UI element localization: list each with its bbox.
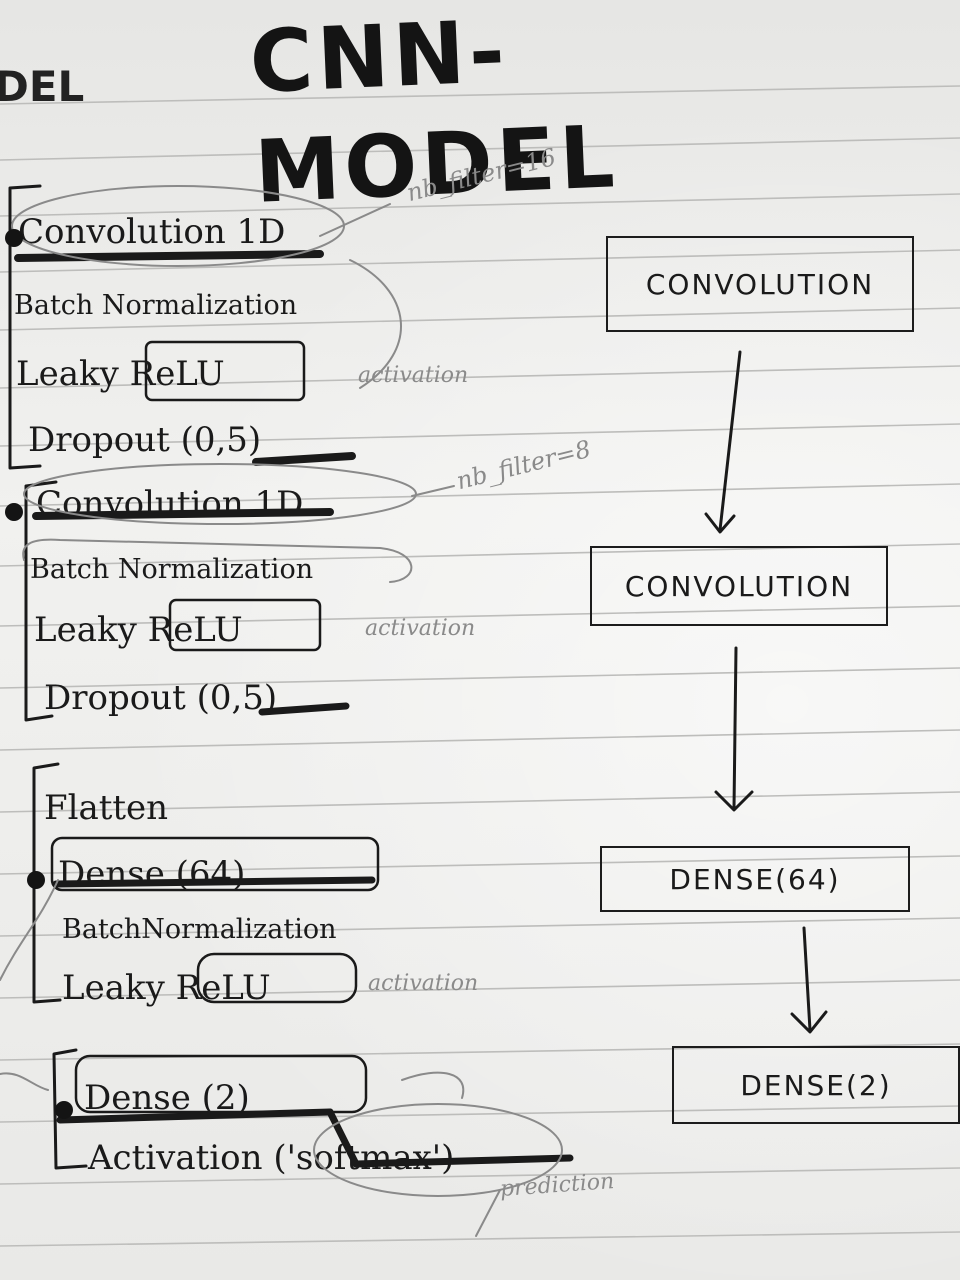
pencil-tick [475, 1189, 501, 1237]
layer-batchnorm-2: Batch Normalization [30, 554, 314, 585]
layer-dropout-2: Dropout (0,5) [44, 678, 278, 718]
bullet-dot-3 [27, 871, 45, 889]
bullet-dot-2 [5, 503, 23, 521]
flow-box-label: CONVOLUTION [645, 267, 875, 301]
layer-batchnorm-3: BatchNormalization [62, 914, 337, 945]
underline-dropout-2 [258, 702, 350, 716]
flow-arrow-3 [790, 926, 828, 1034]
group-bracket-2 [24, 480, 58, 722]
underline-conv1d-1 [14, 250, 324, 262]
pencil-arrow-filter-2 [411, 485, 455, 497]
layer-flatten: Flatten [44, 788, 169, 828]
layer-dense-64: Dense (64) [58, 854, 246, 894]
flow-box-label: DENSE(64) [669, 862, 841, 896]
layer-activation-softmax: Activation ('softmax') [88, 1138, 455, 1178]
layer-leakyrelu-2: Leaky ReLU [34, 610, 243, 650]
flow-arrow-2 [714, 646, 754, 812]
dense2-box [74, 1054, 368, 1114]
flow-box-convolution-1: CONVOLUTION [606, 236, 914, 332]
flow-box-convolution-2: CONVOLUTION [590, 546, 888, 626]
bullet-dot-1 [5, 229, 23, 247]
group-bracket-1 [8, 184, 42, 470]
pencil-edge-stroke [0, 879, 59, 981]
flow-box-dense-64: DENSE(64) [600, 846, 910, 912]
underline-softmax [326, 1108, 574, 1168]
activation-annotation-3: activation [368, 971, 479, 996]
flow-arrow-1 [704, 350, 742, 534]
pencil-oval-conv1d-2 [23, 463, 417, 525]
relu-box-1 [144, 340, 306, 402]
layer-leakyrelu-1: Leaky ReLU [16, 354, 225, 394]
flow-box-label: CONVOLUTION [624, 569, 854, 603]
underline-dense-64 [52, 876, 376, 888]
corner-fragment-text: DEL [0, 62, 85, 111]
dense64-box [50, 836, 380, 892]
pencil-arrow-filter-1 [319, 203, 391, 237]
flow-box-label: DENSE(2) [740, 1068, 892, 1102]
layer-batchnorm-1: Batch Normalization [14, 290, 298, 321]
layer-conv1d-1: Convolution 1D [18, 212, 286, 252]
layer-dropout-1: Dropout (0,5) [28, 420, 262, 460]
relu-box-3 [196, 952, 358, 1004]
pencil-curl [401, 1071, 465, 1099]
underline-dense-2 [56, 1108, 334, 1124]
pencil-loop [0, 1072, 49, 1091]
activation-annotation-2: activation [365, 616, 476, 641]
underline-dropout-1 [252, 452, 356, 466]
relu-box-2 [168, 598, 322, 652]
pencil-arc-batchnorm-2 [22, 538, 413, 583]
pencil-oval-softmax [313, 1103, 563, 1197]
bullet-dot-4 [55, 1101, 73, 1119]
flow-box-dense-2: DENSE(2) [672, 1046, 960, 1124]
group-bracket-4 [52, 1048, 88, 1170]
pencil-arc-group-1 [349, 259, 402, 389]
